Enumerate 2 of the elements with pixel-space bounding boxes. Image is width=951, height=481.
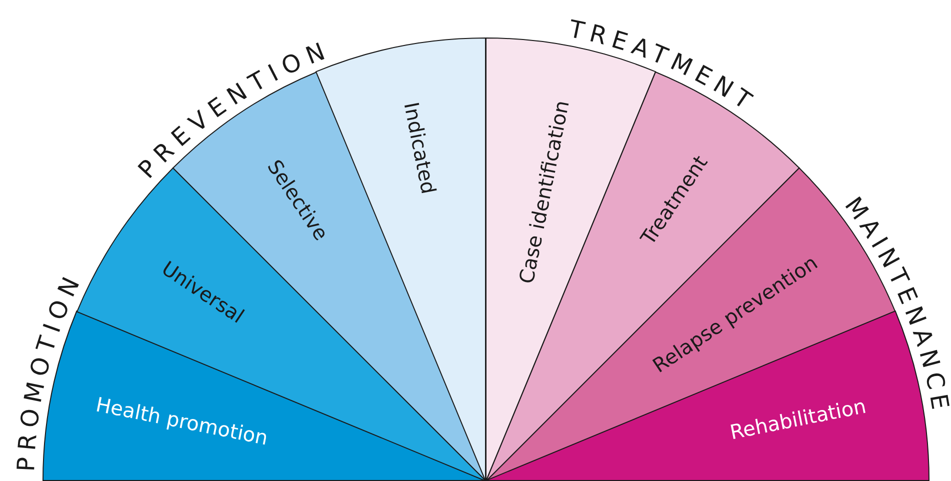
segment-label: Health promotion [94,392,270,450]
segment-label: Indicated [398,100,440,196]
